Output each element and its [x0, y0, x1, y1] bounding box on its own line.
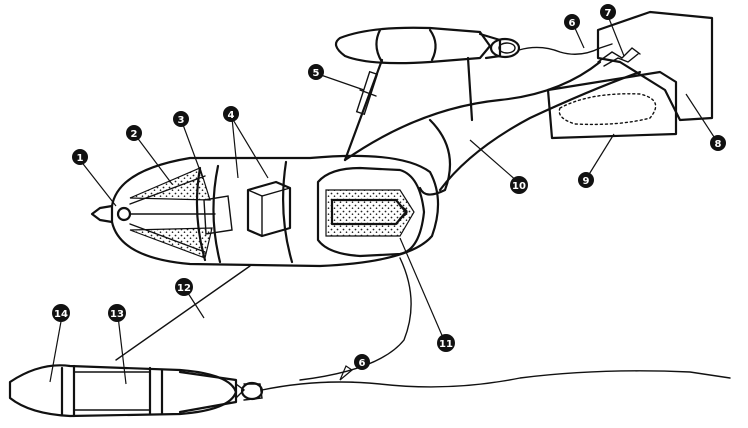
callout-7: 7 — [600, 4, 616, 20]
svg-text:1: 1 — [77, 153, 84, 164]
svg-text:5: 5 — [313, 68, 320, 79]
engine-pod — [334, 26, 521, 65]
svg-text:14: 14 — [54, 309, 68, 320]
callout-6-upper: 6 — [564, 14, 580, 30]
callout-10: 10 — [510, 176, 528, 194]
svg-text:8: 8 — [715, 139, 722, 150]
leader-lines — [49, 15, 717, 385]
callout-5: 5 — [308, 64, 324, 80]
svg-text:6: 6 — [359, 358, 366, 369]
callout-14: 14 — [52, 304, 70, 322]
callout-2: 2 — [126, 125, 142, 141]
svg-text:7: 7 — [605, 8, 612, 19]
svg-text:11: 11 — [439, 339, 453, 350]
callout-12: 12 — [175, 278, 193, 296]
main-body — [90, 154, 440, 268]
callout-3: 3 — [173, 111, 189, 127]
fuselage-boom — [343, 60, 642, 196]
svg-text:13: 13 — [110, 309, 124, 320]
callout-1: 1 — [72, 149, 88, 165]
svg-text:10: 10 — [512, 181, 526, 192]
svg-text:9: 9 — [583, 176, 590, 187]
tow-cables — [115, 257, 412, 381]
svg-text:4: 4 — [228, 110, 235, 121]
lower-towed-body — [8, 364, 731, 418]
upper-craft — [90, 10, 714, 381]
callout-4: 4 — [223, 106, 239, 122]
svg-text:2: 2 — [131, 129, 138, 140]
callout-11: 11 — [437, 334, 455, 352]
wing — [343, 56, 474, 162]
callout-13: 13 — [108, 304, 126, 322]
callout-8: 8 — [710, 135, 726, 151]
tail-unit — [546, 10, 714, 140]
trailing-wire-upper — [518, 43, 613, 55]
svg-text:12: 12 — [177, 283, 191, 294]
callout-6-lower: 6 — [354, 354, 370, 370]
svg-text:3: 3 — [178, 115, 185, 126]
callout-9: 9 — [578, 172, 594, 188]
svg-text:6: 6 — [569, 18, 576, 29]
trailing-wire-lower — [261, 370, 731, 391]
